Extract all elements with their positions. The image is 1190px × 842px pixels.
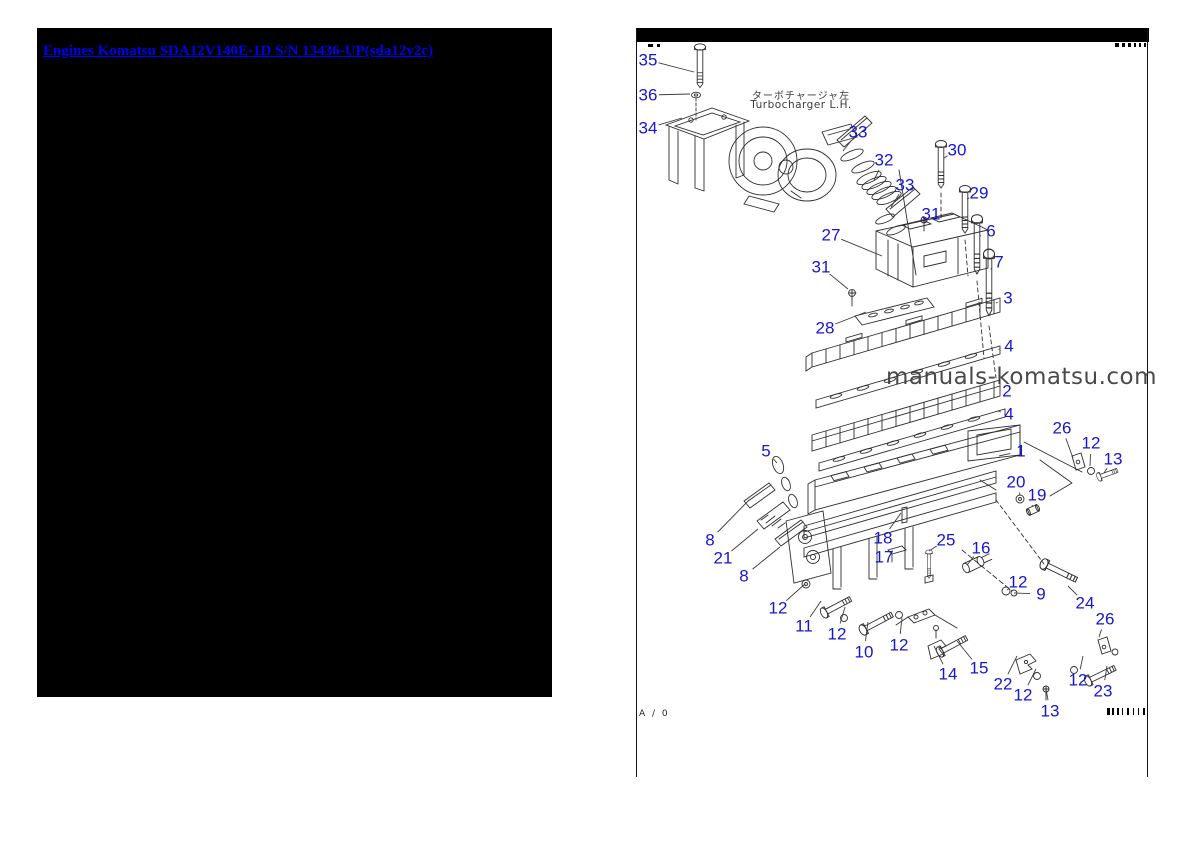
callout-12[interactable]: 12 — [827, 624, 847, 644]
callout-21[interactable]: 21 — [713, 548, 733, 568]
callout-32[interactable]: 32 — [874, 150, 894, 170]
callout-13[interactable]: 13 — [1040, 701, 1060, 721]
callout-30[interactable]: 30 — [947, 140, 967, 160]
callout-12[interactable]: 12 — [1013, 685, 1033, 705]
callout-31[interactable]: 31 — [811, 257, 831, 277]
callout-16[interactable]: 16 — [971, 538, 991, 558]
left-black-panel: Engines Komatsu SDA12V140E-1D S/N 13436-… — [37, 28, 552, 697]
callout-34[interactable]: 34 — [638, 118, 658, 138]
callout-28[interactable]: 28 — [815, 318, 835, 338]
panel-top-bar — [636, 28, 1149, 42]
part-slab-3 — [805, 297, 1001, 372]
part-plate-28 — [854, 297, 935, 326]
part-small-left — [743, 455, 808, 547]
part-screw-31b — [848, 289, 857, 307]
callout-3[interactable]: 3 — [1003, 288, 1013, 308]
callout-12[interactable]: 12 — [768, 598, 788, 618]
part-gasket-4b — [818, 408, 1006, 472]
callout-26[interactable]: 26 — [1095, 609, 1115, 629]
callout-9[interactable]: 9 — [1036, 584, 1046, 604]
callout-6[interactable]: 6 — [986, 221, 996, 241]
sheet-number: A / 0 — [639, 709, 670, 719]
callout-33[interactable]: 33 — [848, 122, 868, 142]
part-screw-31a — [920, 216, 928, 232]
part-manifold-1 — [807, 424, 1083, 515]
callout-19[interactable]: 19 — [1027, 485, 1047, 505]
callout-33[interactable]: 33 — [895, 175, 915, 195]
callout-leader-lines — [658, 62, 1108, 701]
callout-12[interactable]: 12 — [1068, 670, 1088, 690]
callout-2[interactable]: 2 — [1002, 381, 1012, 401]
turbo-label-english: Turbocharger L.H. — [750, 99, 852, 111]
engine-model-link[interactable]: Engines Komatsu SDA12V140E-1D S/N 13436-… — [43, 43, 434, 59]
turbo-label-japanese: ターボチャージャ左 — [751, 91, 851, 102]
part-slab-2 — [811, 379, 1001, 452]
callout-1[interactable]: 1 — [1016, 441, 1026, 461]
part-block-27 — [875, 212, 989, 288]
part-washer-36 — [691, 91, 701, 121]
callout-4[interactable]: 4 — [1004, 404, 1014, 424]
callout-14[interactable]: 14 — [938, 664, 958, 684]
callout-23[interactable]: 23 — [1093, 681, 1113, 701]
part-bracket-34 — [664, 107, 751, 192]
callout-22[interactable]: 22 — [993, 674, 1013, 694]
callout-12[interactable]: 12 — [889, 635, 909, 655]
callout-18[interactable]: 18 — [873, 528, 893, 548]
part-turbocharger — [728, 123, 858, 213]
exploded-parts-diagram — [636, 28, 1149, 777]
callout-4[interactable]: 4 — [1004, 336, 1014, 356]
registration-ticks — [648, 43, 1146, 47]
callout-27[interactable]: 27 — [821, 225, 841, 245]
callout-25[interactable]: 25 — [936, 530, 956, 550]
part-gasket-4a — [815, 345, 1001, 409]
callout-20[interactable]: 20 — [1006, 472, 1026, 492]
callout-11[interactable]: 11 — [795, 616, 813, 636]
callout-36[interactable]: 36 — [638, 85, 658, 105]
callout-12[interactable]: 12 — [1008, 572, 1028, 592]
callout-12[interactable]: 12 — [1081, 433, 1101, 453]
callout-5[interactable]: 5 — [761, 441, 771, 461]
callout-8[interactable]: 8 — [739, 566, 749, 586]
callout-29[interactable]: 29 — [969, 183, 989, 203]
callout-26[interactable]: 26 — [1052, 418, 1072, 438]
panel-borders — [636, 28, 1148, 777]
callout-13[interactable]: 13 — [1103, 449, 1123, 469]
callout-10[interactable]: 10 — [854, 642, 874, 662]
barcode-mark — [1107, 708, 1145, 715]
callout-8[interactable]: 8 — [705, 530, 715, 550]
part-rail-assembly — [785, 470, 1045, 590]
callout-15[interactable]: 15 — [969, 658, 989, 678]
callout-35[interactable]: 35 — [638, 50, 658, 70]
callout-17[interactable]: 17 — [874, 547, 894, 567]
callout-7[interactable]: 7 — [994, 252, 1004, 272]
callout-31[interactable]: 31 — [921, 204, 941, 224]
watermark-text: manuals-komatsu.com — [886, 364, 1158, 390]
callout-24[interactable]: 24 — [1075, 593, 1095, 613]
